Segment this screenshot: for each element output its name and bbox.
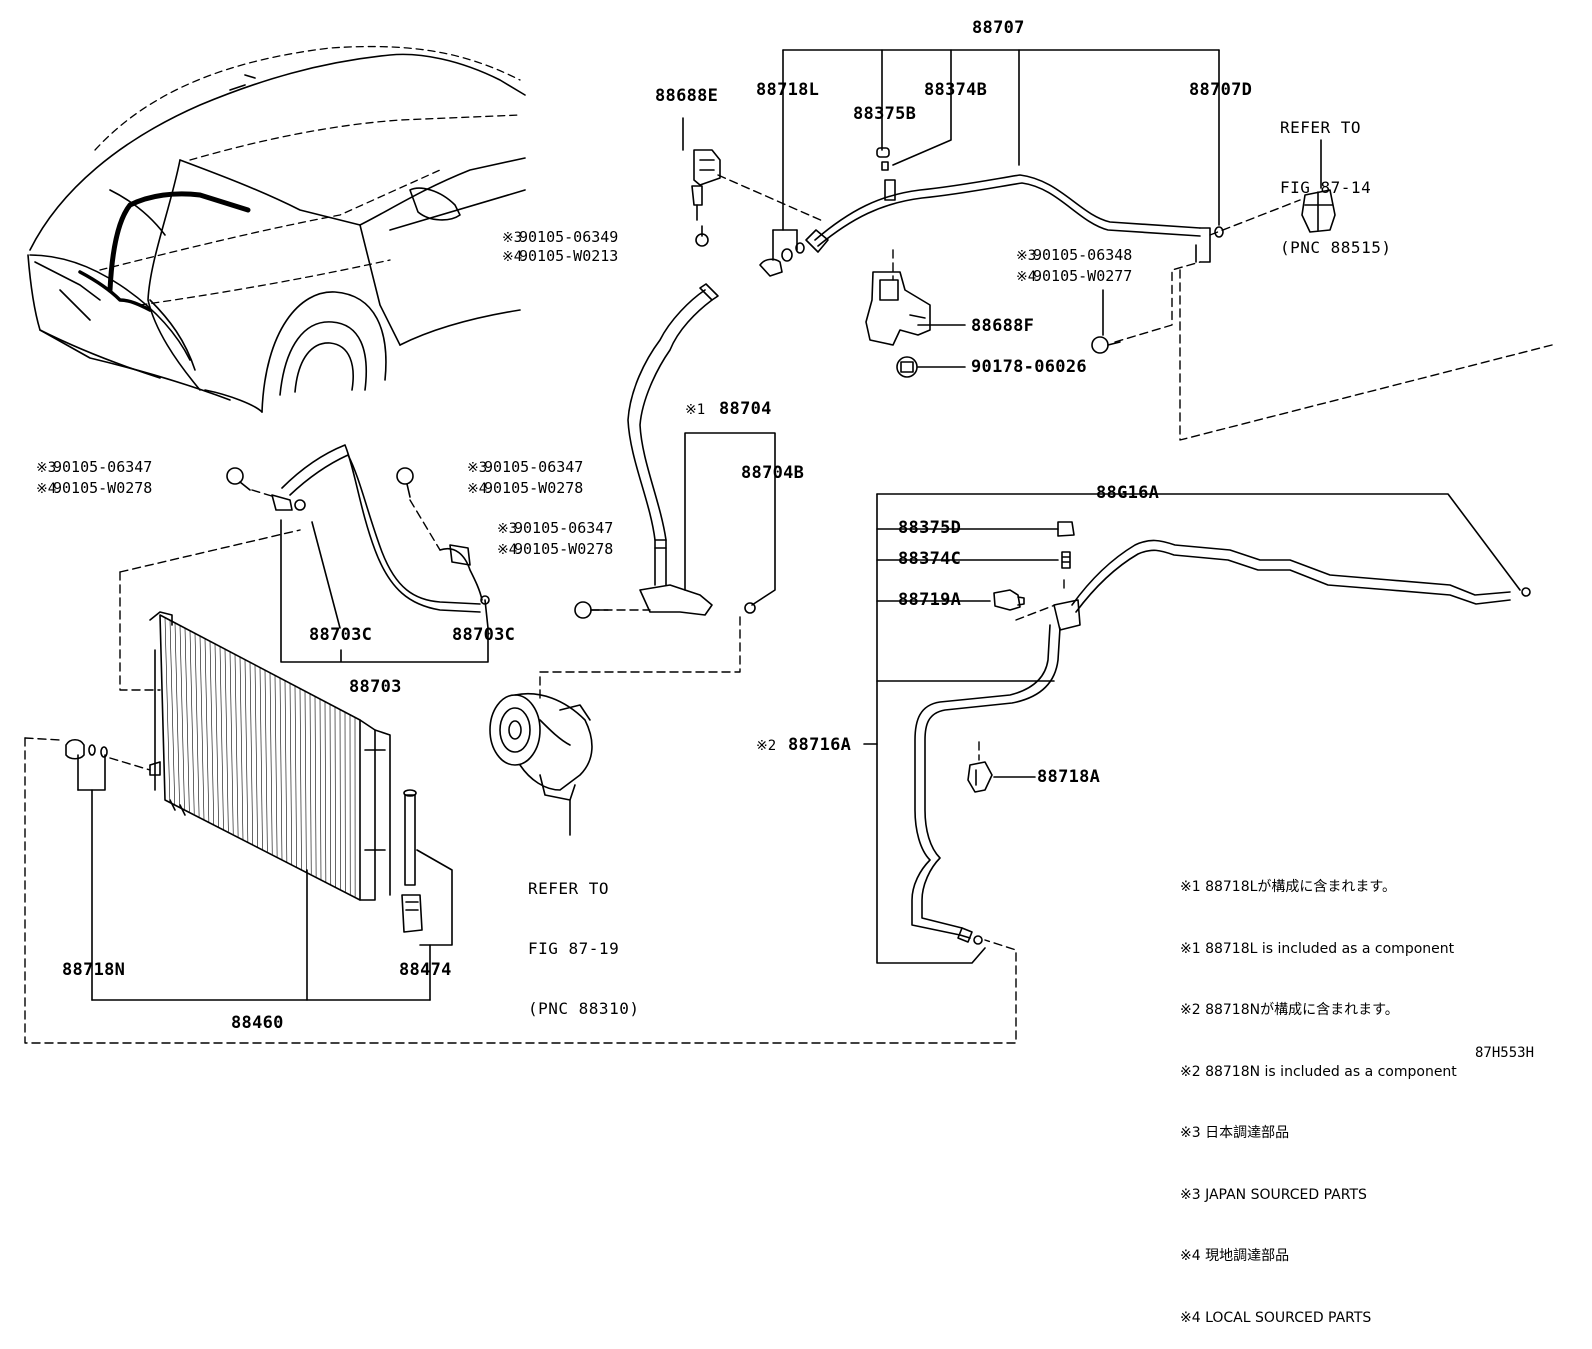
footnote-3-ja: ※3 日本調達部品 [1180, 1123, 1457, 1144]
label-88719a: 88719A [898, 592, 961, 609]
core-88374b [882, 162, 888, 170]
label-88703c-left: 88703C [309, 627, 372, 644]
leaders-88704 [685, 433, 775, 605]
condenser [150, 612, 390, 900]
vehicle-ac-line [110, 194, 248, 290]
cap-88375b [877, 148, 889, 157]
bolt-shapes [227, 337, 1120, 618]
label-88704b: 88704B [741, 465, 804, 482]
cap-88375d [1058, 522, 1074, 536]
switch-88719a [994, 590, 1024, 610]
label-88g16a: 88G16A [1096, 485, 1159, 502]
label-90178-06026: 90178-06026 [971, 359, 1087, 376]
label-88718a: 88718A [1037, 769, 1100, 786]
compressor [490, 694, 592, 835]
leaders-88460 [78, 755, 452, 1000]
label-88688f: 88688F [971, 318, 1034, 335]
label-88474: 88474 [399, 962, 452, 979]
condenser-fins [160, 615, 360, 900]
label-88704: 88704 [719, 401, 772, 418]
clamp-88688e [692, 150, 720, 246]
mark-1-88704: ※1 [685, 403, 705, 417]
mark-2-88716a: ※2 [756, 739, 776, 753]
label-88460: 88460 [231, 1015, 284, 1032]
figure-code: 87H553H [1475, 1046, 1534, 1060]
vehicle-outline [28, 54, 525, 412]
fitting-88718a [968, 762, 992, 792]
label-88718l: 88718L [756, 82, 819, 99]
label-88375b: 88375B [853, 106, 916, 123]
label-88703: 88703 [349, 679, 402, 696]
label-88707: 88707 [972, 20, 1025, 37]
core-88374c [1062, 552, 1070, 568]
label-88374c: 88374C [898, 551, 961, 568]
label-88703c-right: 88703C [452, 627, 515, 644]
footnote-2-ja: ※2 88718Nが構成に含まれます。 [1180, 1000, 1457, 1021]
footnotes: ※1 88718Lが構成に含まれます。 ※1 88718L is include… [1180, 836, 1457, 1349]
label-88375d: 88375D [898, 520, 961, 537]
reference-fig-87-19: REFER TO FIG 87-19 (PNC 88310) [528, 839, 639, 1039]
label-88716a: 88716A [788, 737, 851, 754]
pipe-88707 [806, 175, 1210, 262]
hose-88703 [272, 445, 489, 612]
reference-fig-87-14: REFER TO FIG 87-14 (PNC 88515) [1280, 78, 1391, 278]
label-88707d: 88707D [1189, 82, 1252, 99]
footnote-1-en: ※1 88718L is included as a component [1180, 939, 1457, 960]
receiver-88474 [402, 790, 422, 932]
footnote-3-en: ※3 JAPAN SOURCED PARTS [1180, 1185, 1457, 1206]
label-88688e: 88688E [655, 88, 718, 105]
footnote-2-en: ※2 88718N is included as a component [1180, 1062, 1457, 1083]
clamp-88688f [866, 272, 930, 345]
nut-90178 [897, 357, 917, 377]
fitting-88718n [66, 740, 107, 759]
label-88374b: 88374B [924, 82, 987, 99]
label-88718n: 88718N [62, 962, 125, 979]
footnote-1-ja: ※1 88718Lが構成に含まれます。 [1180, 877, 1457, 898]
hose-88704 [628, 284, 755, 615]
footnote-4-ja: ※4 現地調達部品 [1180, 1246, 1457, 1267]
footnote-4-en: ※4 LOCAL SOURCED PARTS [1180, 1308, 1457, 1329]
